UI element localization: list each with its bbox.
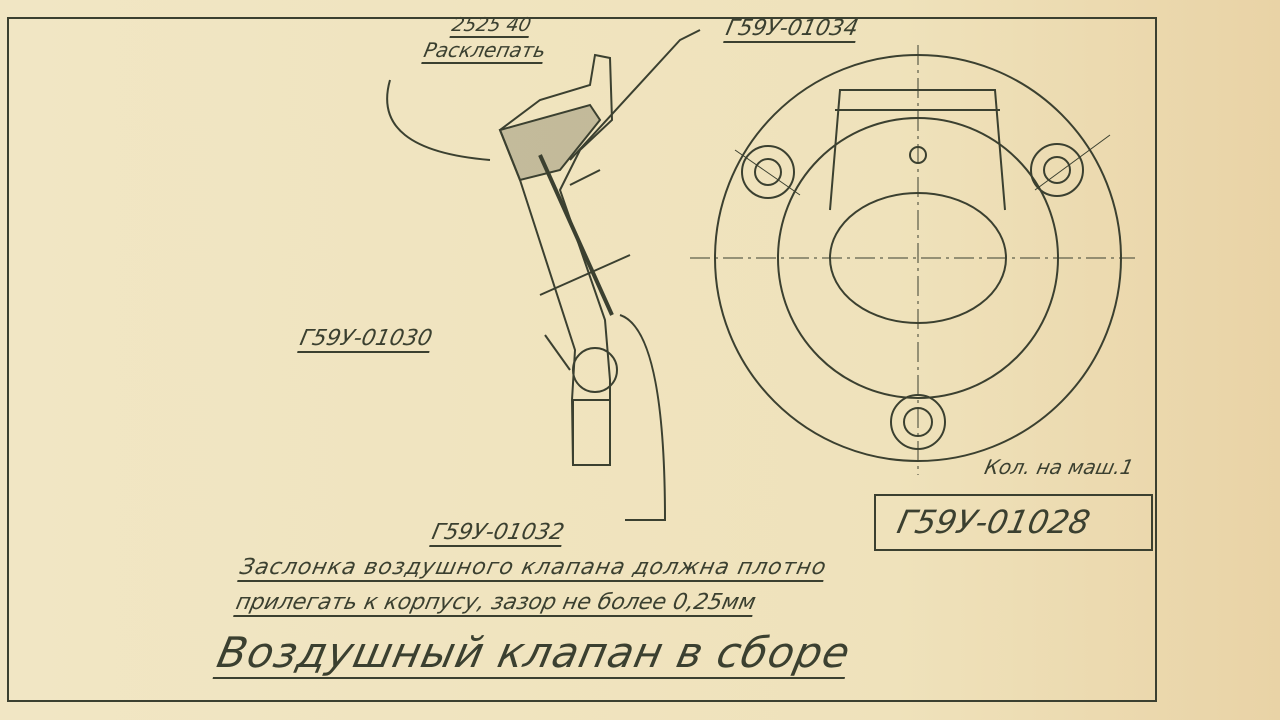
- label-part-01034: Г59У-01034: [723, 16, 861, 43]
- label-part-01030: Г59У-01030: [297, 326, 435, 353]
- sheet-border: [7, 17, 1157, 702]
- note-line-1: Заслонка воздушного клапана должна плотн…: [237, 555, 830, 582]
- title-block-box: [874, 494, 1153, 551]
- front-view: [690, 45, 1135, 475]
- drawing-number: Г59У-01028: [893, 503, 1094, 541]
- drawing-title: Воздушный клапан в сборе: [212, 628, 856, 679]
- note-line-2: прилегать к корпусу, зазор не более 0,25…: [233, 590, 758, 617]
- quantity-label: Кол. на маш.1: [982, 455, 1136, 479]
- label-rivet-part: 2525 40: [449, 14, 534, 38]
- section-view: [386, 29, 701, 521]
- label-part-01032: Г59У-01032: [429, 520, 567, 547]
- label-rivet-note: Расклепать: [421, 38, 549, 64]
